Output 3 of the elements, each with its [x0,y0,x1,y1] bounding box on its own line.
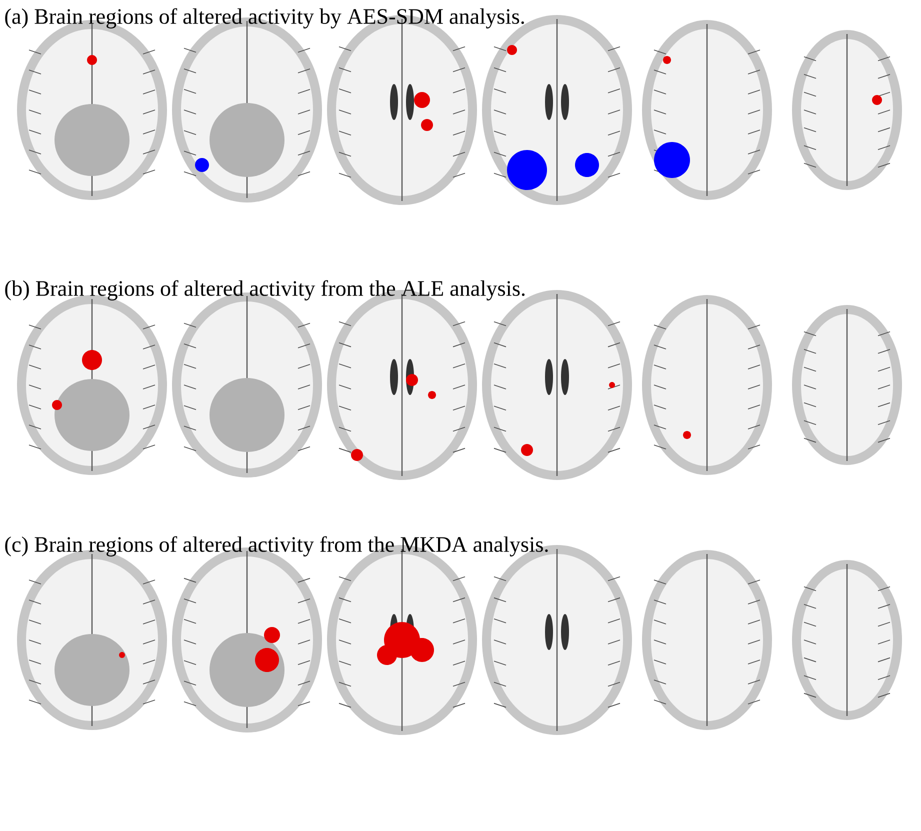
panel-caption: (c) Brain regions of altered activity from the MKDA analysis. [5,536,548,556]
panel-caption: (b) Brain regions of altered activity from the ALE analysis. [5,280,525,300]
panel-caption: (a) Brain regions of altered activity by AES-SDM analysis. [5,8,524,28]
